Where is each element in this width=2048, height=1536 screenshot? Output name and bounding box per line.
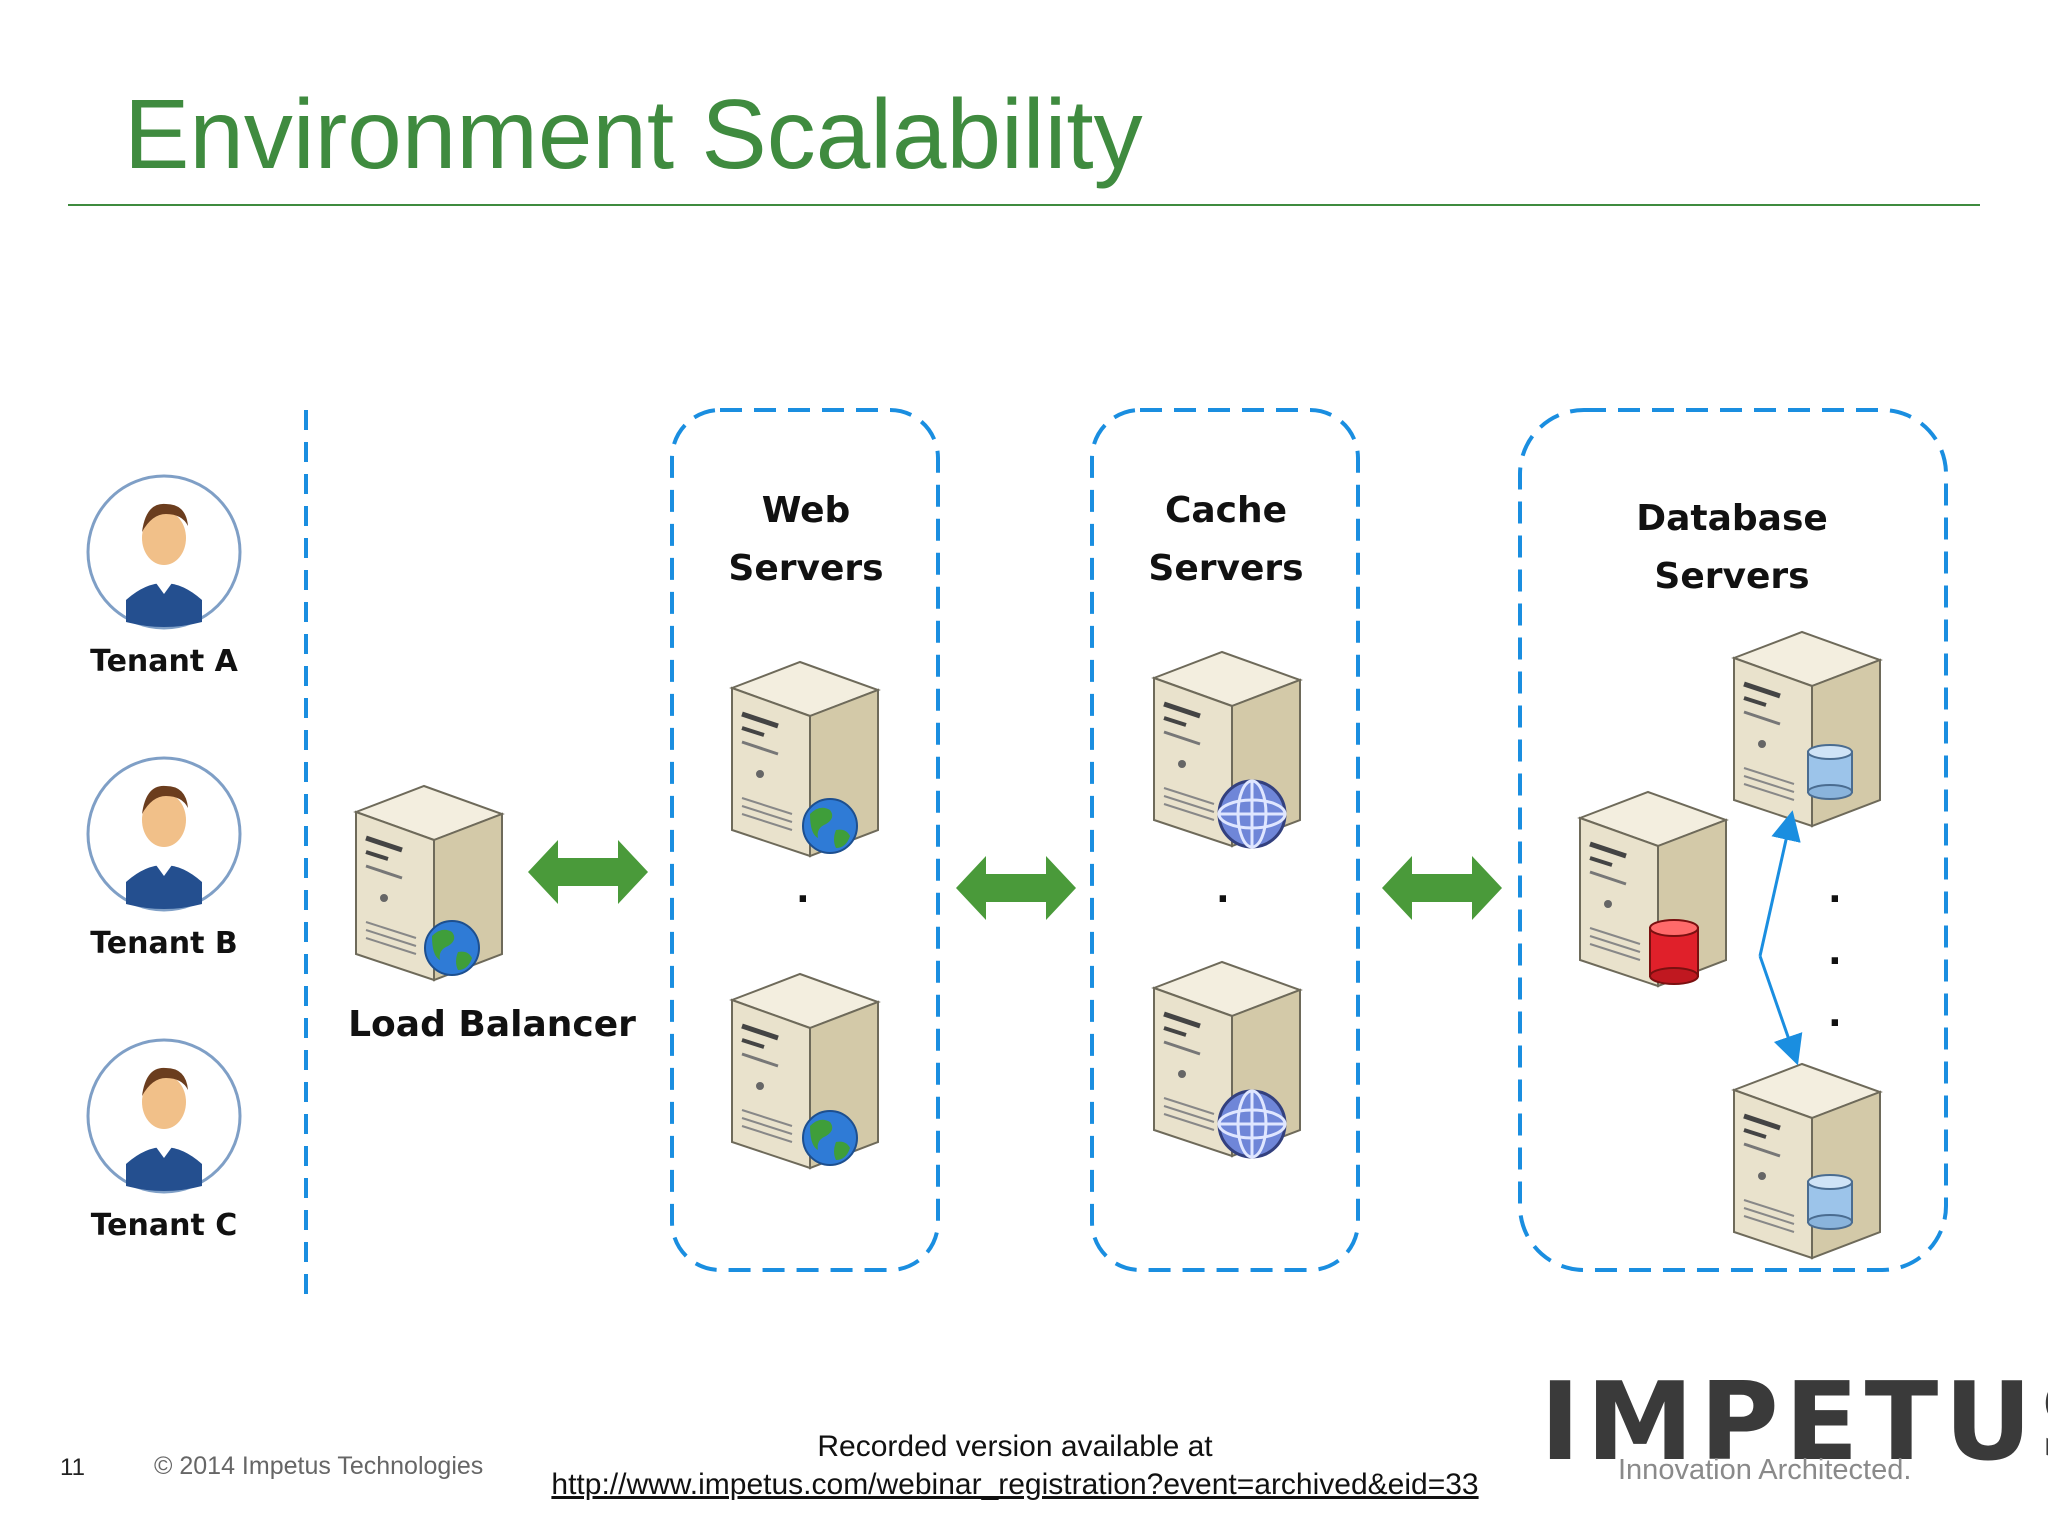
database-servers-title-line1: Database xyxy=(1636,498,1828,539)
title-divider xyxy=(68,204,1980,206)
db-replica-server-1 xyxy=(1734,632,1880,826)
db-ellipsis-3: . xyxy=(1828,994,1842,1035)
tenant-b-avatar xyxy=(86,756,242,912)
web-server-2-globe-icon xyxy=(802,1110,858,1166)
arrow-cache-to-db xyxy=(1382,856,1502,920)
load-balancer-label: Load Balancer xyxy=(348,1004,636,1045)
cache-server-2-network-icon xyxy=(1217,1089,1287,1159)
tenant-c-label: Tenant C xyxy=(90,1208,238,1243)
db-replica-server-2 xyxy=(1734,1064,1880,1258)
load-balancer-globe-icon xyxy=(424,920,480,976)
recorded-version-text: Recorded version available at xyxy=(817,1430,1213,1463)
tenant-a-avatar xyxy=(86,474,242,630)
arrow-lb-to-web xyxy=(528,840,648,904)
replication-arrows xyxy=(1758,810,1803,1066)
cache-servers-title-line1: Cache xyxy=(1164,490,1288,531)
db-replica-1-cylinder-icon xyxy=(1807,744,1853,800)
webinar-registration-link[interactable]: http://www.impetus.com/webinar_registrat… xyxy=(551,1468,1479,1501)
arrow-web-to-cache xyxy=(956,856,1076,920)
web-servers-ellipsis: . xyxy=(796,870,810,911)
web-servers-group xyxy=(670,408,940,1272)
slide-number: 11 xyxy=(60,1454,85,1481)
web-server-1-globe-icon xyxy=(802,798,858,854)
database-servers-group xyxy=(1518,408,1948,1272)
tenant-c-avatar xyxy=(86,1038,242,1194)
db-ellipsis-2: . xyxy=(1828,932,1842,973)
slide-title: Environment Scalability xyxy=(124,79,1143,189)
db-primary-cylinder-icon xyxy=(1649,919,1699,985)
tenant-a-label: Tenant A xyxy=(90,644,238,679)
copyright-text: © 2014 Impetus Technologies xyxy=(154,1452,484,1480)
logo-tagline: Innovation Architected. xyxy=(1618,1454,1912,1486)
database-servers-title-line2: Servers xyxy=(1654,556,1810,597)
cache-servers-group xyxy=(1090,408,1360,1272)
database-servers-title: Database Servers xyxy=(1602,490,1862,606)
cache-servers-title: Cache Servers xyxy=(1096,482,1356,598)
web-servers-title: Web Servers xyxy=(676,482,936,598)
web-servers-title-line1: Web xyxy=(761,490,851,531)
cache-server-1-network-icon xyxy=(1217,779,1287,849)
tenant-b-label: Tenant B xyxy=(90,926,238,961)
db-ellipsis-1: . xyxy=(1828,870,1842,911)
cache-servers-title-line2: Servers xyxy=(1148,548,1304,589)
cache-servers-ellipsis: . xyxy=(1216,870,1230,911)
impetus-logo: IMPETUS xyxy=(1540,1360,2048,1485)
web-servers-title-line2: Servers xyxy=(728,548,884,589)
recorded-version-note: Recorded version available at http://www… xyxy=(500,1428,1530,1504)
db-replica-2-cylinder-icon xyxy=(1807,1174,1853,1230)
